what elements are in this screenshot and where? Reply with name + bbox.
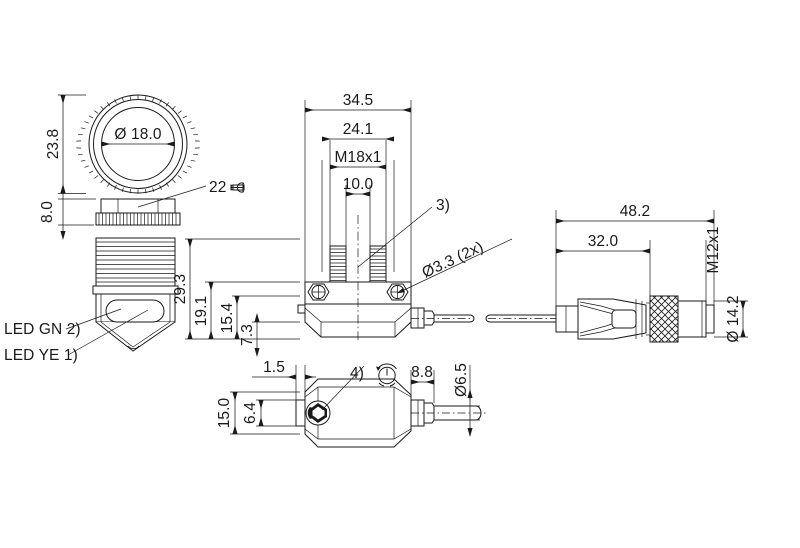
nut-knurl-ridges <box>98 199 177 225</box>
sensor-thread-barrel <box>95 237 176 287</box>
dimension-cable-total: 48.2 <box>555 203 715 306</box>
note-3-label: 3) <box>436 197 450 214</box>
dimension-nut-height: 23.8 <box>45 94 86 194</box>
thread-post-left <box>329 245 347 283</box>
led-yellow-label: LED YE 1) <box>4 347 78 364</box>
sensor-prism-tip <box>95 321 176 352</box>
callout-note-4: 4) <box>321 363 397 411</box>
dim-29-3-label: 29.3 <box>172 274 189 305</box>
sensor-front-view <box>297 215 475 340</box>
dimension-body-width-inner: 24.1 <box>322 121 394 142</box>
dim-24-1-label: 24.1 <box>343 121 374 138</box>
wrench-icon <box>230 182 245 193</box>
dim-1-5-label: 1.5 <box>263 359 285 376</box>
callout-note-3: 3) <box>357 197 450 268</box>
dim-10-0-label: 10.0 <box>343 176 374 193</box>
dimension-nut-bore: Ø 18.0 <box>101 126 175 147</box>
nut-body-upper <box>100 198 176 214</box>
thread-lines <box>96 241 175 283</box>
sensor-side-view: LED GN 2) LED YE 1) <box>4 237 179 364</box>
cable-gland <box>410 307 425 329</box>
led-green-callout: LED GN 2) <box>4 308 122 338</box>
dim-m12x1-label: M12x1 <box>705 226 722 273</box>
dim-14-2-label: Ø 14.2 <box>725 295 742 342</box>
dim-15-4-label: 15.4 <box>219 302 236 333</box>
coupling-nut-knurled <box>649 295 679 343</box>
dimension-body-width-total: 34.5 <box>305 92 411 113</box>
dim-7-3-label: 7.3 <box>239 324 256 346</box>
wrench-size-label: 22 <box>209 179 226 196</box>
mounting-screw-right <box>386 283 409 301</box>
dim-15-0-label: 15.0 <box>216 397 233 428</box>
dim-19-1-label: 19.1 <box>193 296 210 327</box>
mounting-screw-left <box>307 283 330 301</box>
dimension-cable-inner: 32.0 <box>556 233 651 296</box>
dimension-stem-length: 8.8 <box>410 364 435 403</box>
top-view-mount-tab <box>295 399 306 427</box>
dimension-stem-diameter: Ø6.5 <box>453 363 480 437</box>
led-window <box>105 299 165 323</box>
dimension-height-7: 7.3 <box>239 313 260 357</box>
dimension-top-width-inner: 6.4 <box>242 399 300 427</box>
dim-m18x1-label: M18x1 <box>334 149 381 166</box>
dim-6-5-label: Ø6.5 <box>453 363 470 397</box>
led-green-label: LED GN 2) <box>4 321 81 338</box>
dimension-height-15: 15.4 <box>219 296 240 339</box>
top-view-body <box>304 378 412 448</box>
dim-48-2-label: 48.2 <box>620 203 651 220</box>
knurled-nut-front-view: Ø 18.0 23.8 <box>45 94 200 194</box>
dimension-thread-spec: M18x1 <box>330 149 386 170</box>
nut-knurl-outline <box>76 94 200 194</box>
dimension-connector-thread: M12x1 <box>705 226 722 303</box>
dimension-top-width-total: 15.0 <box>216 391 300 435</box>
strain-relief <box>555 305 579 333</box>
knurled-nut-side-view: 8.0 22 <box>39 179 245 240</box>
dimension-slot-width: 10.0 <box>343 176 374 197</box>
dim-nut-bore-label: Ø 18.0 <box>114 126 161 143</box>
adjustment-screw <box>305 400 331 426</box>
dim-34-5-label: 34.5 <box>343 92 374 109</box>
dimension-nut-thickness: 8.0 <box>39 184 96 240</box>
dimension-connector-dia: Ø 14.2 <box>714 295 748 343</box>
connector-thread-end <box>677 300 707 338</box>
dim-8-8-label: 8.8 <box>411 364 433 381</box>
dim-32-0-label: 32.0 <box>588 233 619 250</box>
dimension-height-19: 19.1 <box>193 282 214 339</box>
sensor-top-view: 1.5 15.0 6.4 8.8 Ø6.5 <box>216 359 486 448</box>
thread-post-right <box>369 245 387 283</box>
dimension-top-offset: 1.5 <box>252 359 316 400</box>
rotation-adjust-icon <box>376 363 397 387</box>
led-yellow-callout: LED YE 1) <box>4 309 149 364</box>
note-4-label: 4) <box>350 365 364 382</box>
dim-nut-height-label: 23.8 <box>45 129 62 160</box>
dim-6-4-label: 6.4 <box>242 402 259 424</box>
dimension-stack-left: 29.3 19.1 15.4 7.3 <box>172 238 300 357</box>
dim-nut-thickness-label: 8.0 <box>39 201 56 223</box>
dimension-height-total: 29.3 <box>172 239 193 339</box>
connector-window <box>611 309 637 329</box>
m12-connector-view: 48.2 32.0 M12x1 Ø 14.2 <box>485 203 748 343</box>
sensor-collar <box>92 285 179 295</box>
dimension-stack-top: 34.5 24.1 M18x1 10.0 <box>304 92 412 300</box>
nut-body-lower <box>95 212 181 226</box>
wrench-callout: 22 <box>137 179 245 208</box>
